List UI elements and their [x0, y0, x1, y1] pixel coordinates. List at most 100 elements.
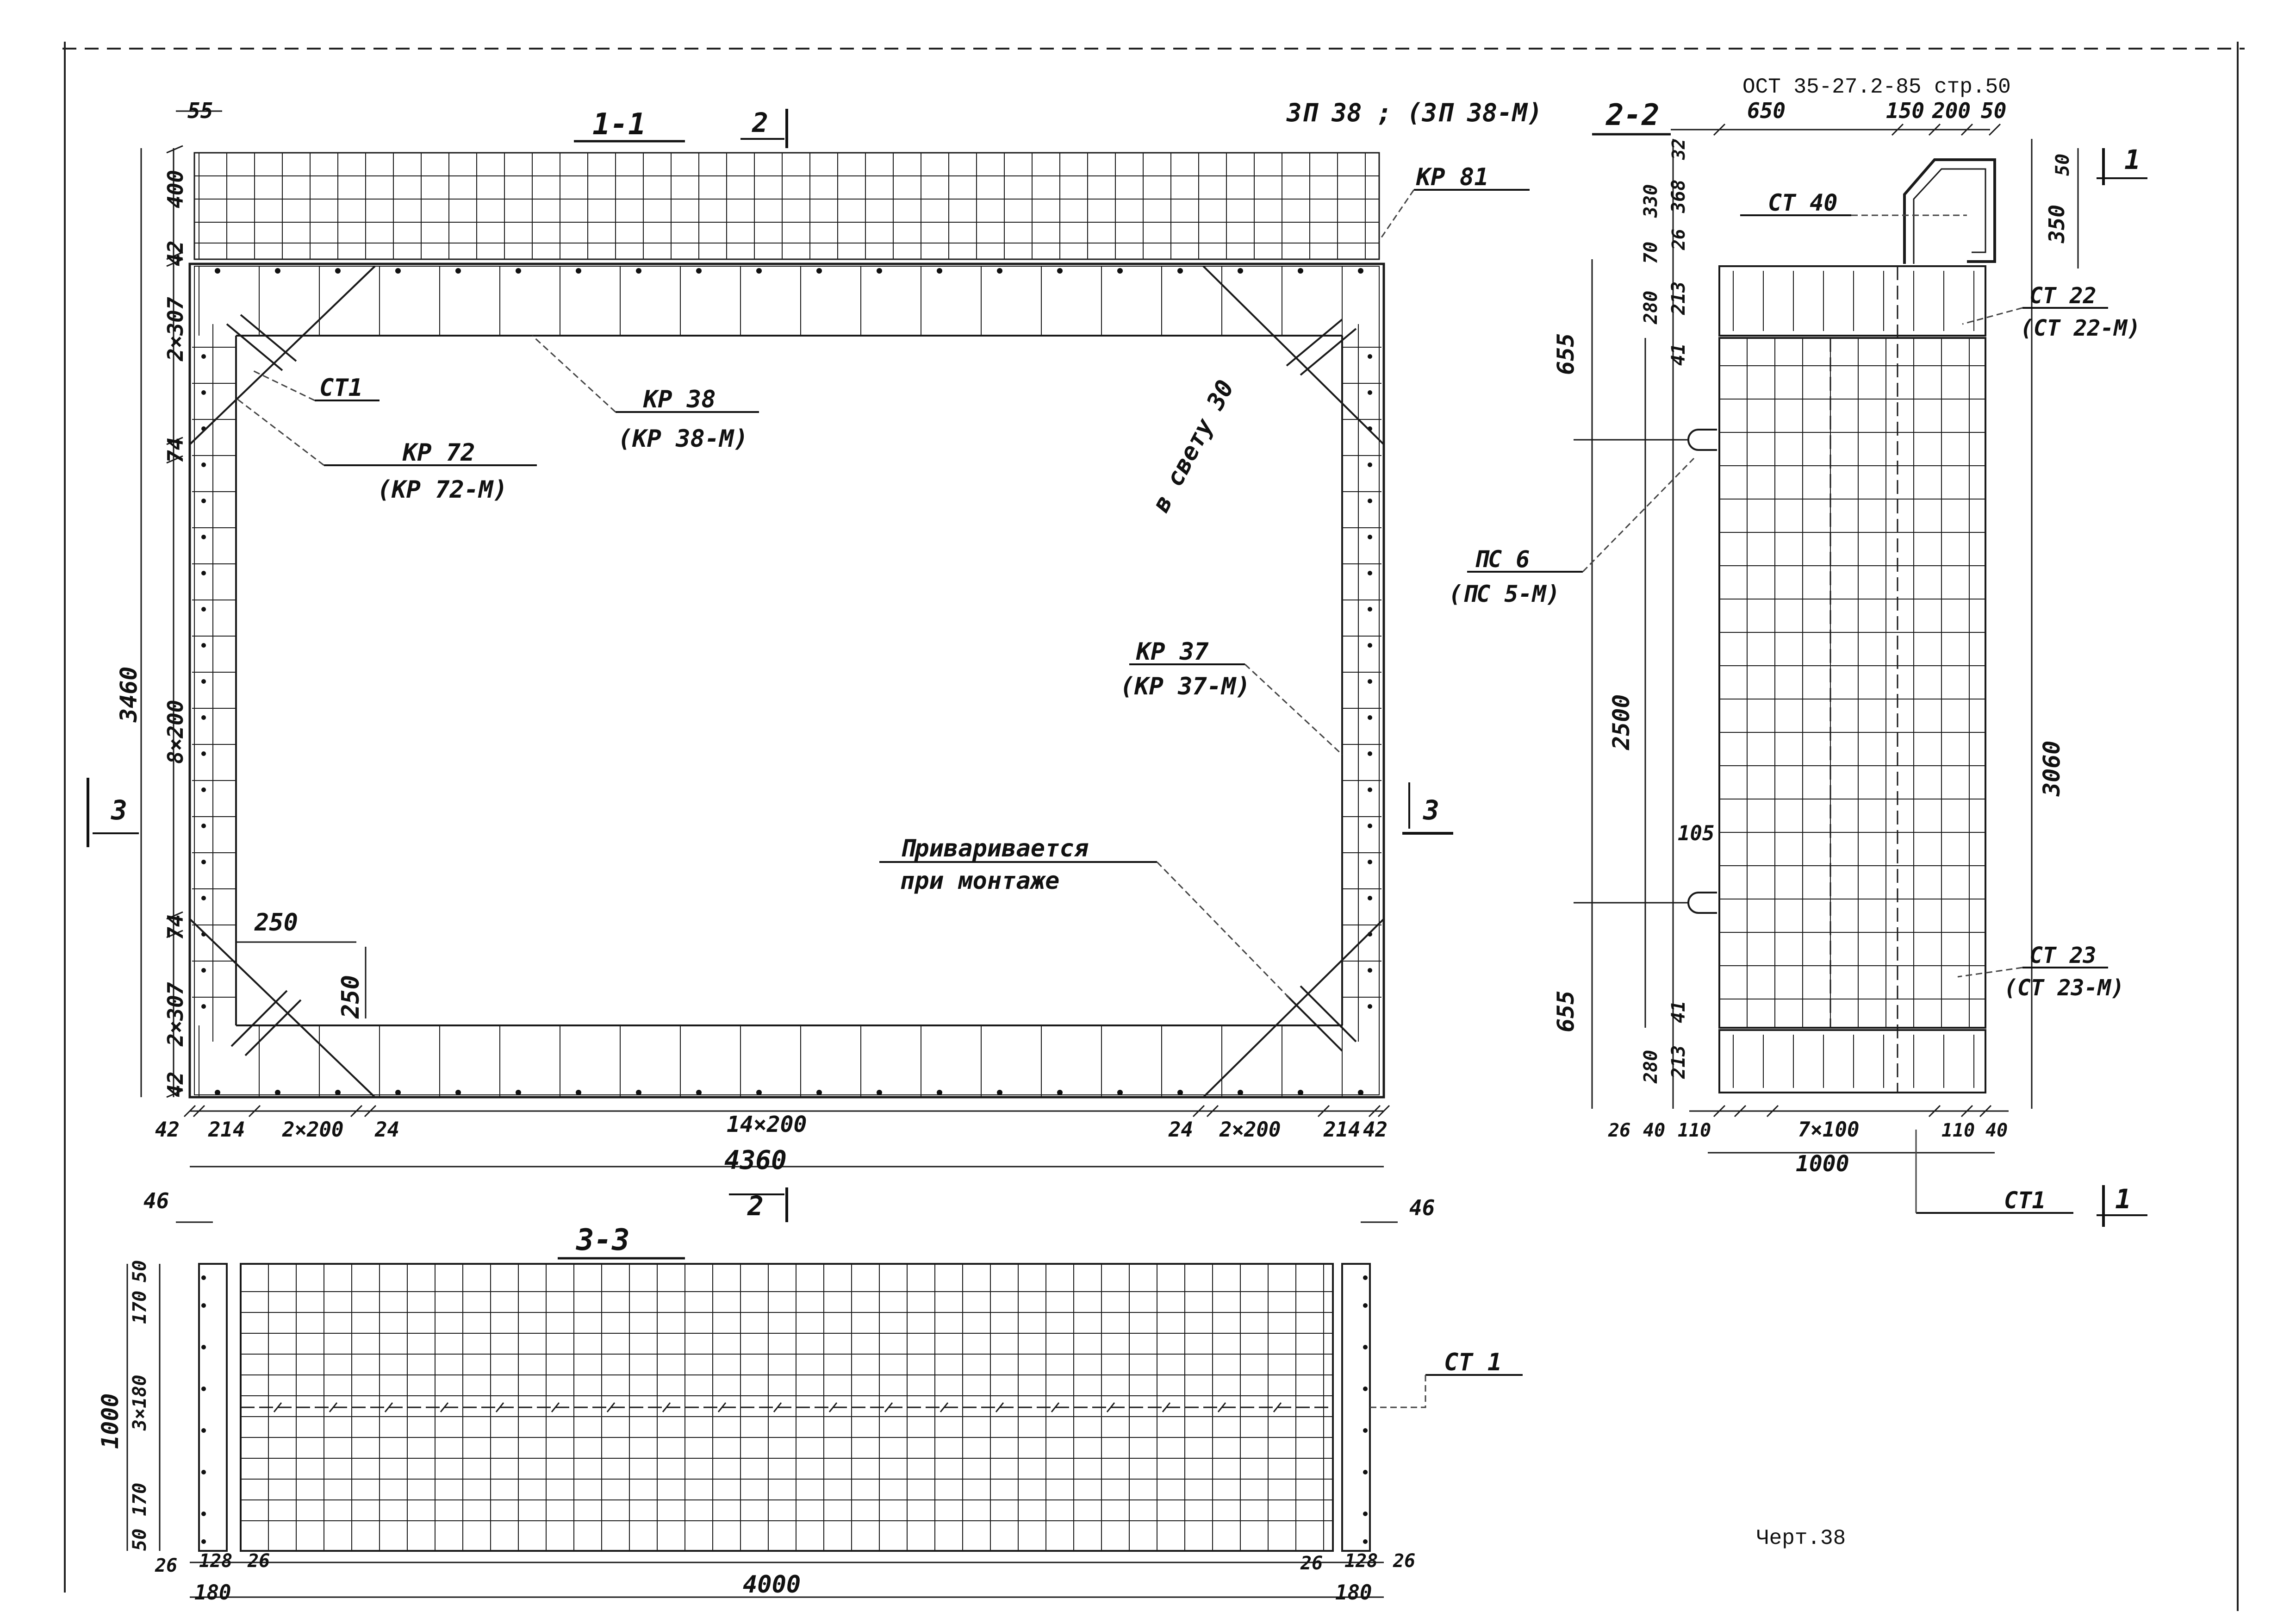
dim-55: 55 [187, 98, 213, 123]
dim-tick [166, 930, 183, 938]
left-band-dot [201, 390, 206, 395]
cut-mark-2-top-label: 2 [752, 107, 768, 138]
cut-mark-2-top: 2 [740, 107, 788, 148]
dim-2-2-655-bottom: 655 [1552, 991, 1579, 1032]
label-kp72: КР 72 [402, 439, 475, 467]
section-2-2-title: 2-2 [1605, 98, 1660, 132]
right-band-dot [1368, 787, 1372, 792]
end-cage-dot [201, 1275, 206, 1280]
dim-tick [1317, 1105, 1330, 1118]
dim-2-2-213-top: 213 [1668, 281, 1689, 315]
dim-bottom-42-right: 42 [1363, 1118, 1388, 1142]
label-weld-note-1: Привариваетcя [900, 835, 1089, 862]
dim-2-2-70: 70 [1640, 242, 1661, 264]
top-band-dot [1057, 268, 1063, 274]
bottom-band-dot [877, 1090, 882, 1095]
dim-46-left: 46 [143, 1188, 169, 1213]
right-band-dot [1368, 354, 1372, 359]
dim-8x200: 8×200 [163, 700, 188, 764]
ct1-tick [1051, 1402, 1060, 1412]
end-cage-dot [1363, 1387, 1368, 1391]
end-cage-dot [201, 1303, 206, 1308]
section-3-3-mesh [126, 1221, 1398, 1598]
dim-b-26-d: 26 [1393, 1550, 1415, 1572]
dim-v-3x180: 3×180 [129, 1375, 150, 1431]
dim-tick [183, 1105, 196, 1118]
dim-b-128-left: 128 [199, 1550, 232, 1572]
dim-tick [166, 437, 183, 445]
end-cage-dot [201, 1512, 206, 1516]
ct1-tick [995, 1402, 1004, 1412]
section-1-1-title: 1-1 [592, 107, 646, 142]
left-band-dot [201, 571, 206, 575]
dim-v-1000: 1000 [97, 1393, 124, 1449]
bottom-band-dot [275, 1090, 280, 1095]
dim-bottom-42-left: 42 [155, 1118, 180, 1142]
dim-b-180-right: 180 [1335, 1581, 1372, 1605]
dim-tick [1928, 123, 1941, 136]
dim-tick [166, 145, 183, 154]
top-band-dot [1358, 268, 1363, 274]
section-3-3: 3-3 СТ 1 46 46 50 170 3×180 1000 170 50 … [97, 1188, 1523, 1605]
main-cage [1718, 337, 1986, 1029]
right-band-dot [1368, 390, 1372, 395]
corner-diagonal-short [1300, 985, 1357, 1043]
label-ct22m: (СТ 22-М) [2020, 315, 2140, 341]
end-cage-dot [201, 1387, 206, 1391]
dim-2-2-b7x100: 7×100 [1798, 1118, 1859, 1142]
left-band-dot [201, 499, 206, 503]
label-kp37: КР 37 [1136, 638, 1209, 666]
dim-bottom-2x200-right: 2×200 [1219, 1118, 1281, 1142]
dim-tick [350, 1105, 363, 1118]
dim-tick [1377, 1105, 1390, 1118]
ct1-tick [717, 1402, 727, 1412]
top-band-dot [636, 268, 641, 274]
left-band-dot [201, 896, 206, 900]
left-band-dot [201, 860, 206, 864]
right-band-dot [1368, 499, 1372, 503]
bottom-band-dot [335, 1090, 341, 1095]
ct1-tick [606, 1402, 616, 1412]
dim-74-top: 74 [163, 437, 188, 463]
ct1-tick [440, 1402, 449, 1412]
top-band-dot [215, 268, 220, 274]
ct1-tick [551, 1402, 560, 1412]
ct1-tick [828, 1402, 838, 1412]
cut-mark-2-bottom-label: 2 [747, 1190, 764, 1222]
left-band-dot [201, 751, 206, 756]
dim-2-2-280-top: 280 [1640, 291, 1661, 325]
left-band-dot [201, 535, 206, 539]
label-kp38m: (КР 38-М) [618, 425, 748, 453]
bottom-band-dot [1298, 1090, 1303, 1095]
end-cage-dot [1363, 1512, 1368, 1516]
top-band-dot [1177, 268, 1183, 274]
label-ct1-3-3: СТ 1 [1444, 1349, 1502, 1376]
label-ct23: СТ 23 [2029, 943, 2097, 968]
dim-250-vertical: 250 [337, 975, 365, 1019]
section-2-2-mesh [1574, 123, 2079, 1154]
right-band-dot [1368, 715, 1372, 720]
left-band-dot [201, 715, 206, 720]
dim-bottom-214-right: 214 [1323, 1118, 1360, 1142]
label-ct23m: (СТ 23-М) [2004, 975, 2124, 1001]
left-band-dot [201, 462, 206, 467]
right-band-dot [1368, 571, 1372, 575]
dim-2-2-150: 150 [1886, 98, 1924, 123]
dim-2-2-b110-left: 110 [1678, 1120, 1711, 1141]
label-kp72m: (КР 72-М) [377, 476, 508, 504]
cut-mark-2-bottom: 2 [729, 1187, 788, 1222]
dim-42-top: 42 [163, 241, 188, 266]
end-cage-dot [201, 1539, 206, 1544]
bottom-band-dot [395, 1090, 401, 1095]
dim-2-2-b40-right: 40 [1985, 1120, 2008, 1141]
dim-2-2-3060: 3060 [2038, 741, 2065, 797]
dim-tick [1960, 1105, 1973, 1118]
end-cage-dot [1363, 1539, 1368, 1544]
corner-diagonal [1202, 918, 1385, 1098]
left-band-dot [201, 679, 206, 684]
corner-diagonal-short [244, 999, 302, 1056]
dim-2-2-b40-left: 40 [1643, 1120, 1665, 1141]
bottom-band-dot [696, 1090, 702, 1095]
dim-b-4000: 4000 [743, 1571, 801, 1599]
